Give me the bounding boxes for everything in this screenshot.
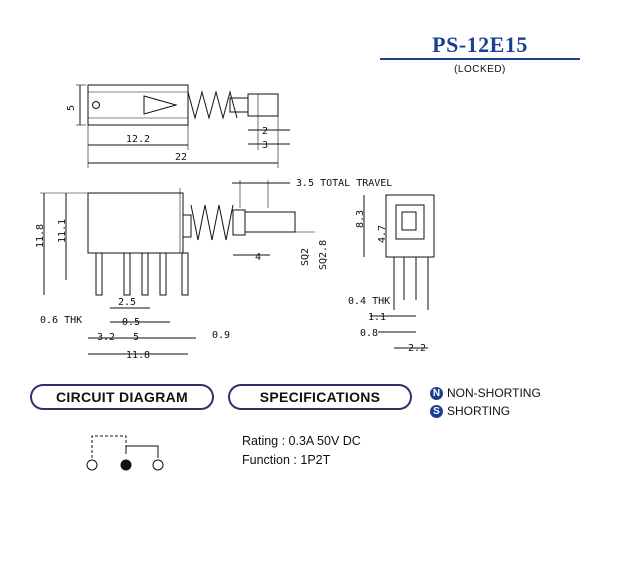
n-circle-icon: N — [430, 386, 443, 400]
dim-end-height-a: 8.3 — [355, 210, 366, 228]
spec-block: Rating : 0.3A 50V DC Function : 1P2T — [242, 432, 361, 470]
dim-gap-b: 3 — [262, 140, 268, 151]
dim-total-travel: 3.5 TOTAL TRAVEL — [296, 178, 392, 189]
dim-body-length: 12.2 — [126, 134, 150, 145]
arrow-mark — [143, 95, 178, 115]
pin — [159, 252, 167, 296]
dim-shaft-length: 4 — [255, 252, 261, 263]
end-view: 8.3 4.7 0.4 THK 1.1 0.8 2.2 — [348, 194, 435, 354]
side-view: 3.5 TOTAL TRAVEL 11.8 11.1 4 SQ2 SQ2.8 2… — [35, 178, 392, 361]
legend-non-shorting-label: NON-SHORTING — [447, 386, 541, 400]
dim-end-d-c: 2.2 — [408, 343, 426, 354]
dim-top-height: 5 — [66, 105, 77, 111]
contact-right — [152, 459, 164, 471]
contact-left — [86, 459, 98, 471]
top-view: 5 12.2 22 2 3 — [66, 84, 290, 168]
circuit-schematic — [86, 435, 164, 471]
dim-pin-width: 0.5 — [122, 317, 140, 328]
dim-gap-a: 2 — [262, 126, 268, 137]
model-variant: (LOCKED) — [454, 64, 506, 75]
dim-side-height-outer: 11.8 — [35, 224, 46, 248]
side-spring — [190, 204, 234, 241]
contact-common — [120, 459, 132, 471]
dim-span: 5 — [133, 332, 139, 343]
dim-side-height-inner: 11.1 — [57, 219, 68, 243]
title-underline — [380, 58, 580, 60]
dim-pin-thickness: 0.6 THK — [40, 315, 82, 326]
dimension-drawing: 5 12.2 22 2 3 3.5 TOTAL TRAVEL — [35, 84, 435, 361]
dim-sq-a: SQ2 — [300, 248, 311, 266]
spec-rating: Rating : 0.3A 50V DC — [242, 434, 361, 448]
spring — [187, 90, 238, 120]
dim-side-width: 11.8 — [126, 350, 150, 361]
pin — [123, 252, 131, 296]
pin — [181, 252, 189, 296]
pin — [141, 252, 149, 296]
dim-edge: 0.9 — [212, 330, 230, 341]
dim-end-d-a: 1.1 — [368, 312, 386, 323]
specifications-label: SPECIFICATIONS — [230, 386, 410, 408]
legend-shorting: S SHORTING — [430, 404, 510, 418]
pin — [95, 252, 103, 296]
dim-end-thickness: 0.4 THK — [348, 296, 390, 307]
dim-end-d-b: 0.8 — [360, 328, 378, 339]
dim-total-length: 22 — [175, 152, 187, 163]
specifications-header: SPECIFICATIONS — [228, 384, 412, 410]
spec-function: Function : 1P2T — [242, 453, 331, 467]
legend-shorting-label: SHORTING — [447, 404, 511, 418]
legend-non-shorting: N NON-SHORTING — [430, 386, 541, 400]
dim-left-offset: 3.2 — [97, 332, 115, 343]
dim-pitch: 2.5 — [118, 297, 136, 308]
mount-hole — [92, 101, 100, 109]
model-title: PS-12E15 — [432, 32, 528, 57]
s-circle-icon: S — [430, 404, 443, 418]
dim-sq-b: SQ2.8 — [318, 240, 329, 270]
circuit-diagram-header: CIRCUIT DIAGRAM — [30, 384, 214, 410]
circuit-diagram-label: CIRCUIT DIAGRAM — [32, 386, 212, 408]
dim-end-height-b: 4.7 — [377, 225, 388, 243]
